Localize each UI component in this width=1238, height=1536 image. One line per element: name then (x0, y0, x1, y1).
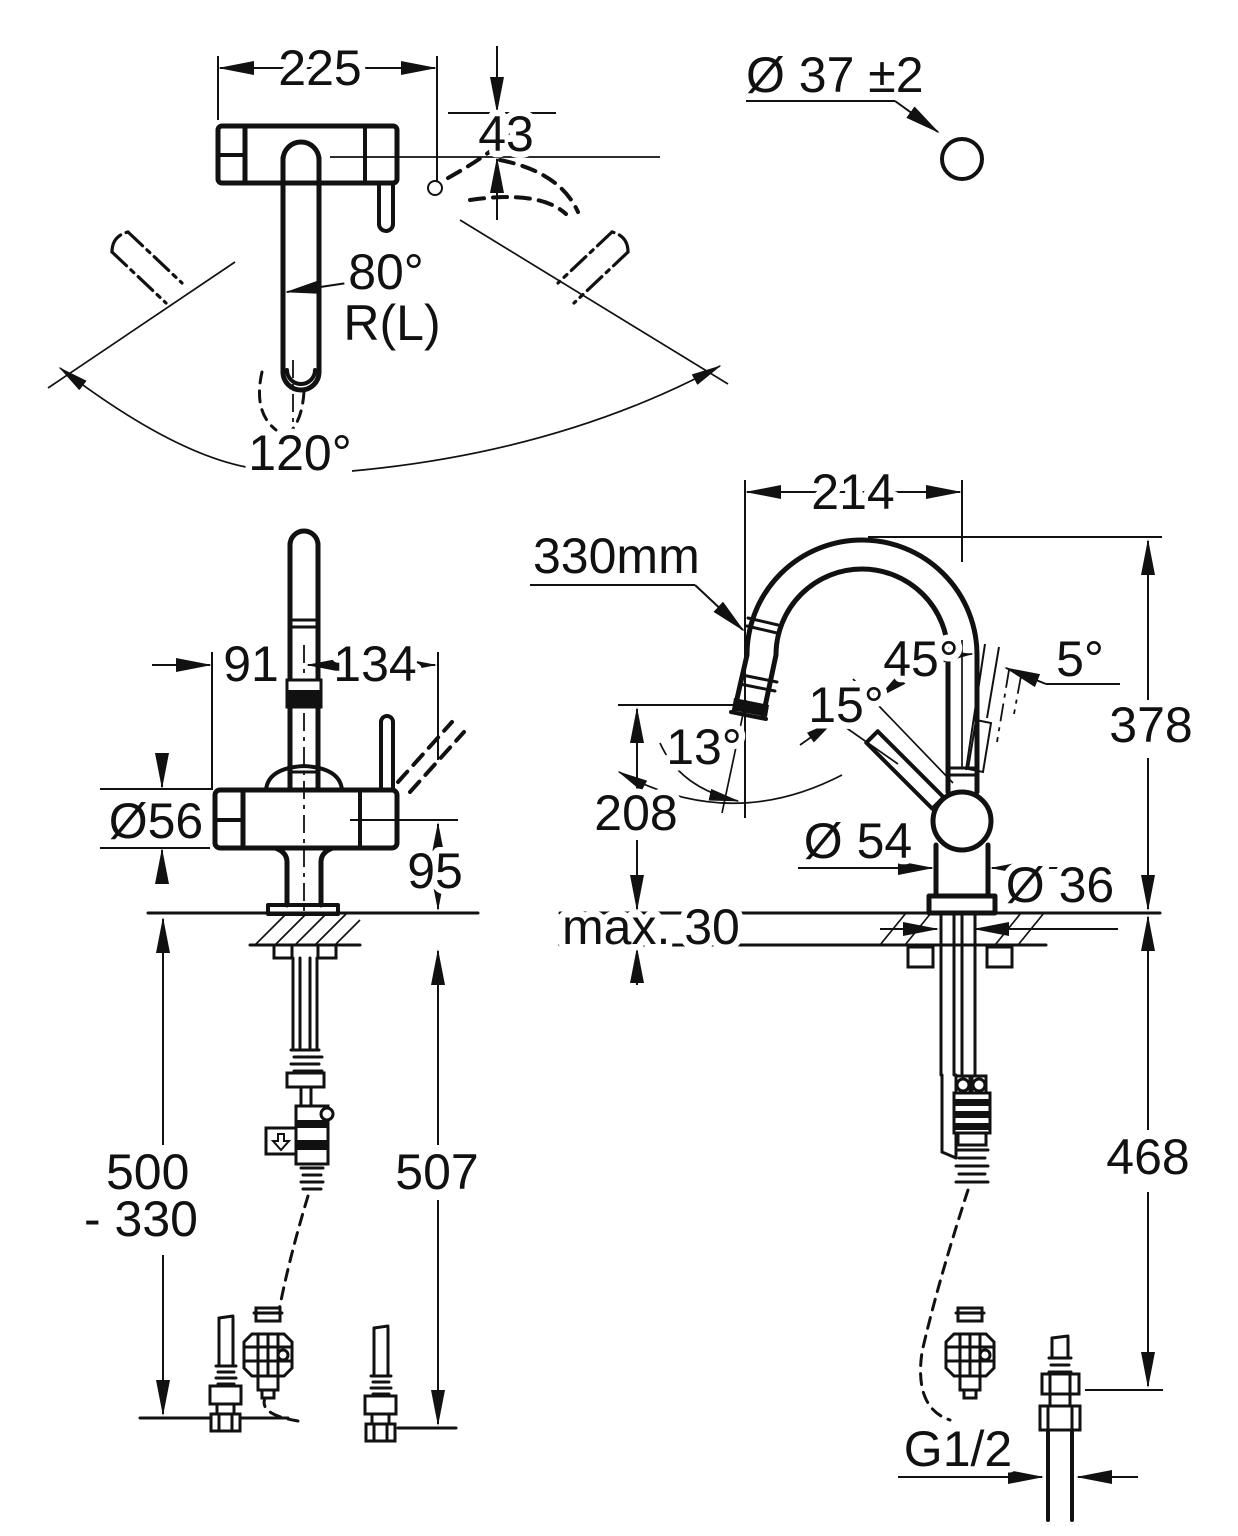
dimension-labels: 225 43 80° R(L) 120° Ø 37 ±2 91 134 Ø56 … (78, 34, 1200, 1484)
dim-height-468: 468 (1106, 1129, 1189, 1185)
dim-swivel-range-120: 120° (248, 425, 351, 481)
dim-body-height-95: 95 (407, 843, 463, 899)
dim-clearance-208: 208 (594, 785, 677, 841)
dim-hose-330mm: 330mm (533, 528, 700, 584)
dim-reach-214: 214 (811, 464, 894, 520)
dim-offset-134: 134 (333, 636, 416, 692)
dim-height-507: 507 (395, 1144, 478, 1200)
dim-angle-15: 15° (808, 677, 884, 733)
dim-body-diameter-56: Ø56 (109, 793, 204, 849)
dim-shank-diameter-36: Ø 36 (1006, 857, 1114, 913)
dim-angle-45: 45° (883, 631, 959, 687)
dim-angle-13: 13° (666, 719, 742, 775)
dim-swivel-80: 80° (348, 244, 424, 300)
front-view-drawing (100, 528, 480, 1443)
top-view-drawing (47, 46, 729, 472)
dim-height-378: 378 (1109, 697, 1192, 753)
label-outlet-variant: R(L) (343, 295, 440, 351)
dim-base-diameter-54: Ø 54 (804, 813, 912, 869)
dim-thread-g12: G1/2 (904, 1421, 1012, 1477)
dim-angle-5: 5° (1056, 631, 1104, 687)
side-view-drawing (530, 480, 1163, 1522)
dim-hose-range-330: - 330 (84, 1191, 198, 1247)
dim-deck-thickness-max30: max. 30 (562, 899, 740, 955)
dim-offset-91: 91 (223, 636, 279, 692)
dim-width-225: 225 (278, 40, 361, 96)
dim-hose-range-500: 500 (106, 1144, 189, 1200)
dim-hole-diameter-37: Ø 37 ±2 (746, 47, 924, 103)
mounting-hole-drawing (746, 100, 984, 181)
dim-lever-height-43: 43 (478, 106, 534, 162)
